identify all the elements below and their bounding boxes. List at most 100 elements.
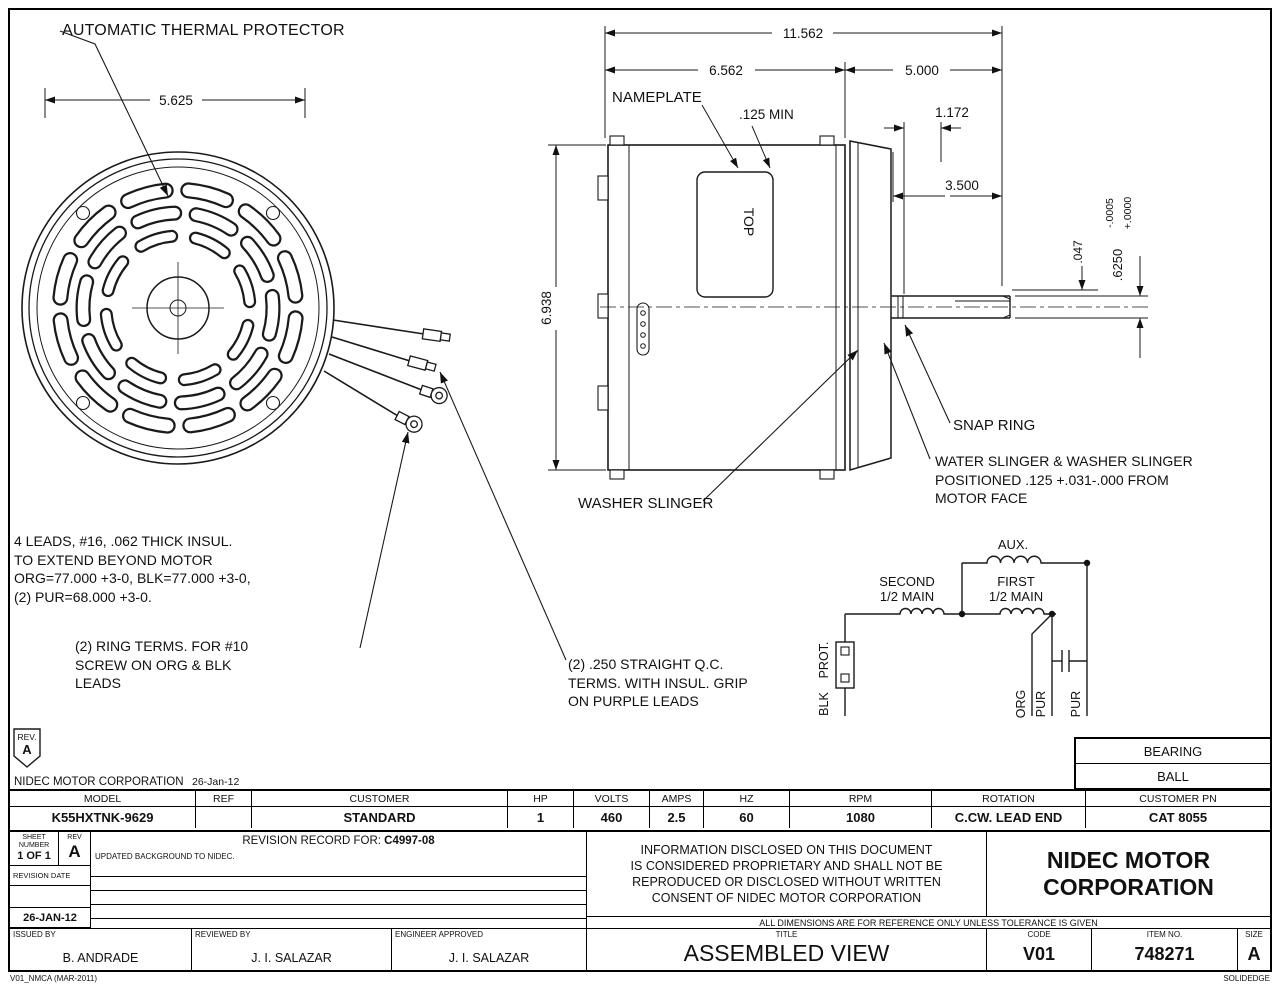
aux-winding (962, 555, 1087, 564)
spec-header-ref: REF (196, 791, 252, 807)
dim-3500-text: 3.500 (945, 178, 979, 193)
leader-lines-side (702, 324, 951, 502)
thermal-protector-note: AUTOMATIC THERMAL PROTECTOR (62, 22, 345, 39)
dim-5625-text: 5.625 (159, 93, 193, 108)
revision-row-divider (91, 890, 586, 891)
item-no-value: 748271 (1134, 944, 1195, 964)
motor-leads (323, 319, 451, 433)
revision-date-label: REVISION DATE (10, 866, 91, 886)
aux-label: AUX. (998, 537, 1028, 552)
top-label: TOP (741, 208, 757, 237)
proprietary-notice: INFORMATION DISCLOSED ON THIS DOCUMENT I… (587, 832, 987, 916)
reviewed-by-label: REVIEWED BY (195, 930, 251, 939)
revision-date-blank (10, 886, 91, 908)
item-no-cell: ITEM NO. 748271 (1092, 928, 1238, 970)
revision-row-divider (91, 918, 586, 919)
bearing-value: BALL (1157, 768, 1189, 784)
spec-table: MODEL REF CUSTOMER HP VOLTS AMPS HZ RPM … (8, 789, 1272, 830)
water-slinger-note: WATER SLINGER & WASHER SLINGER POSITIONE… (935, 453, 1193, 506)
slinger-outline (849, 140, 892, 472)
dim-5000-text: 5.000 (905, 63, 939, 78)
rev-value: A (68, 841, 81, 861)
rev-flag-outline (13, 728, 41, 768)
footer-left-code: V01_NMCA (MAR-2011) (10, 974, 97, 983)
revision-row-divider (91, 876, 586, 877)
bolt-hole (75, 395, 91, 411)
spec-header-volts: VOLTS (574, 791, 650, 807)
revision-row-divider (91, 904, 586, 905)
first-main-label-2: 1/2 MAIN (989, 589, 1043, 604)
title-label: TITLE (775, 930, 798, 939)
corp-name: NIDEC MOTOR CORPORATION (14, 776, 184, 788)
size-label: SIZE (1245, 930, 1263, 939)
bolt-head (609, 135, 625, 146)
rev-label: REV (67, 834, 82, 841)
bolt-hole (75, 205, 91, 221)
revision-record: REVISION RECORD FOR: C4997-08 UPDATED BA… (91, 832, 587, 928)
corp-date: 26-Jan-12 (192, 776, 239, 788)
tolerance-note: ALL DIMENSIONS ARE FOR REFERENCE ONLY UN… (587, 916, 1270, 928)
rev-flag-value: A (22, 742, 32, 757)
motor-front-view (21, 151, 335, 465)
ring-terminal-1 (418, 384, 448, 405)
rev-cell: REV A (59, 832, 91, 866)
reviewed-by-cell: REVIEWED BY J. I. SALAZAR (192, 928, 392, 970)
sheet-number-label: SHEET NUMBER (18, 834, 50, 849)
second-main-label-2: 1/2 MAIN (880, 589, 934, 604)
bearing-label: BEARING (1076, 739, 1270, 764)
qc-terminal-2 (406, 355, 437, 372)
item-no-label: ITEM NO. (1146, 930, 1183, 939)
issued-by-label: ISSUED BY (13, 930, 56, 939)
spec-value-hz: 60 (704, 807, 790, 828)
engineer-approved-value: J. I. SALAZAR (448, 951, 530, 965)
qc-terminals-note: (2) .250 STRAIGHT Q.C. TERMS. WITH INSUL… (568, 656, 748, 709)
shaft (891, 295, 1011, 319)
blk-label: BLK (817, 692, 831, 716)
sheet-number-value: 1 OF 1 (17, 850, 51, 862)
wiring-schematic (835, 555, 1091, 716)
spec-value-volts: 460 (574, 807, 650, 828)
spec-value-amps: 2.5 (650, 807, 704, 828)
revision-record-code: C4997-08 (384, 835, 435, 847)
engineer-approved-label: ENGINEER APPROVED (395, 930, 484, 939)
dim-11562-text: 11.562 (783, 26, 823, 41)
ring-terminals-note: (2) RING TERMS. FOR #10 SCREW ON ORG & B… (75, 638, 249, 691)
code-label: CODE (1027, 930, 1051, 939)
snap-ring-label: SNAP RING (953, 417, 1035, 434)
spec-value-customer-pn: CAT 8055 (1148, 810, 1208, 825)
bolt-head (609, 469, 625, 480)
spec-header-amps: AMPS (650, 791, 704, 807)
bolt-head (819, 469, 835, 480)
drawing-title: ASSEMBLED VIEW (683, 940, 890, 966)
second-main-label-1: SECOND (879, 574, 935, 589)
ring-terminal-2 (394, 410, 423, 433)
qc-terminal-1 (421, 328, 451, 343)
spec-value-rotation: C.CW. LEAD END (932, 807, 1086, 828)
drawing-text: 5.625 11.562 6.562 5.000 NAMEPLATE .125 … (14, 26, 1134, 788)
dim-6938-text: 6.938 (539, 291, 554, 325)
nameplate-outline (696, 171, 774, 298)
sheet-number-cell: SHEET NUMBER 1 OF 1 (10, 832, 59, 866)
revision-record-label: REVISION RECORD FOR: (242, 835, 381, 847)
size-cell: SIZE A (1238, 928, 1270, 970)
mounting-tab (597, 385, 609, 411)
dim-6250-text: .6250 (1110, 249, 1125, 282)
dim-6562-text: 6.562 (709, 63, 743, 78)
dim-047-text: .047 (1071, 240, 1085, 264)
company-name-block: NIDEC MOTOR CORPORATION (1043, 847, 1214, 900)
drawing-canvas: 5.625 11.562 6.562 5.000 NAMEPLATE .125 … (13, 26, 1148, 788)
title-cell: TITLE ASSEMBLED VIEW (587, 928, 987, 970)
spec-header-hp: HP (508, 791, 574, 807)
revision-date-value: 26-JAN-12 (10, 908, 91, 928)
bearing-table: BEARING BALL (1074, 737, 1272, 790)
motor-side-view (597, 135, 1148, 480)
mounting-tab (597, 175, 609, 201)
org-label: ORG (1014, 690, 1028, 718)
spec-header-rpm: RPM (790, 791, 932, 807)
main-windings (845, 607, 1056, 615)
rev-flag-label: REV. (17, 732, 36, 742)
mounting-tab (597, 293, 609, 319)
first-main-label-1: FIRST (997, 574, 1035, 589)
tol-minus-text: -.0005 (1104, 198, 1116, 228)
